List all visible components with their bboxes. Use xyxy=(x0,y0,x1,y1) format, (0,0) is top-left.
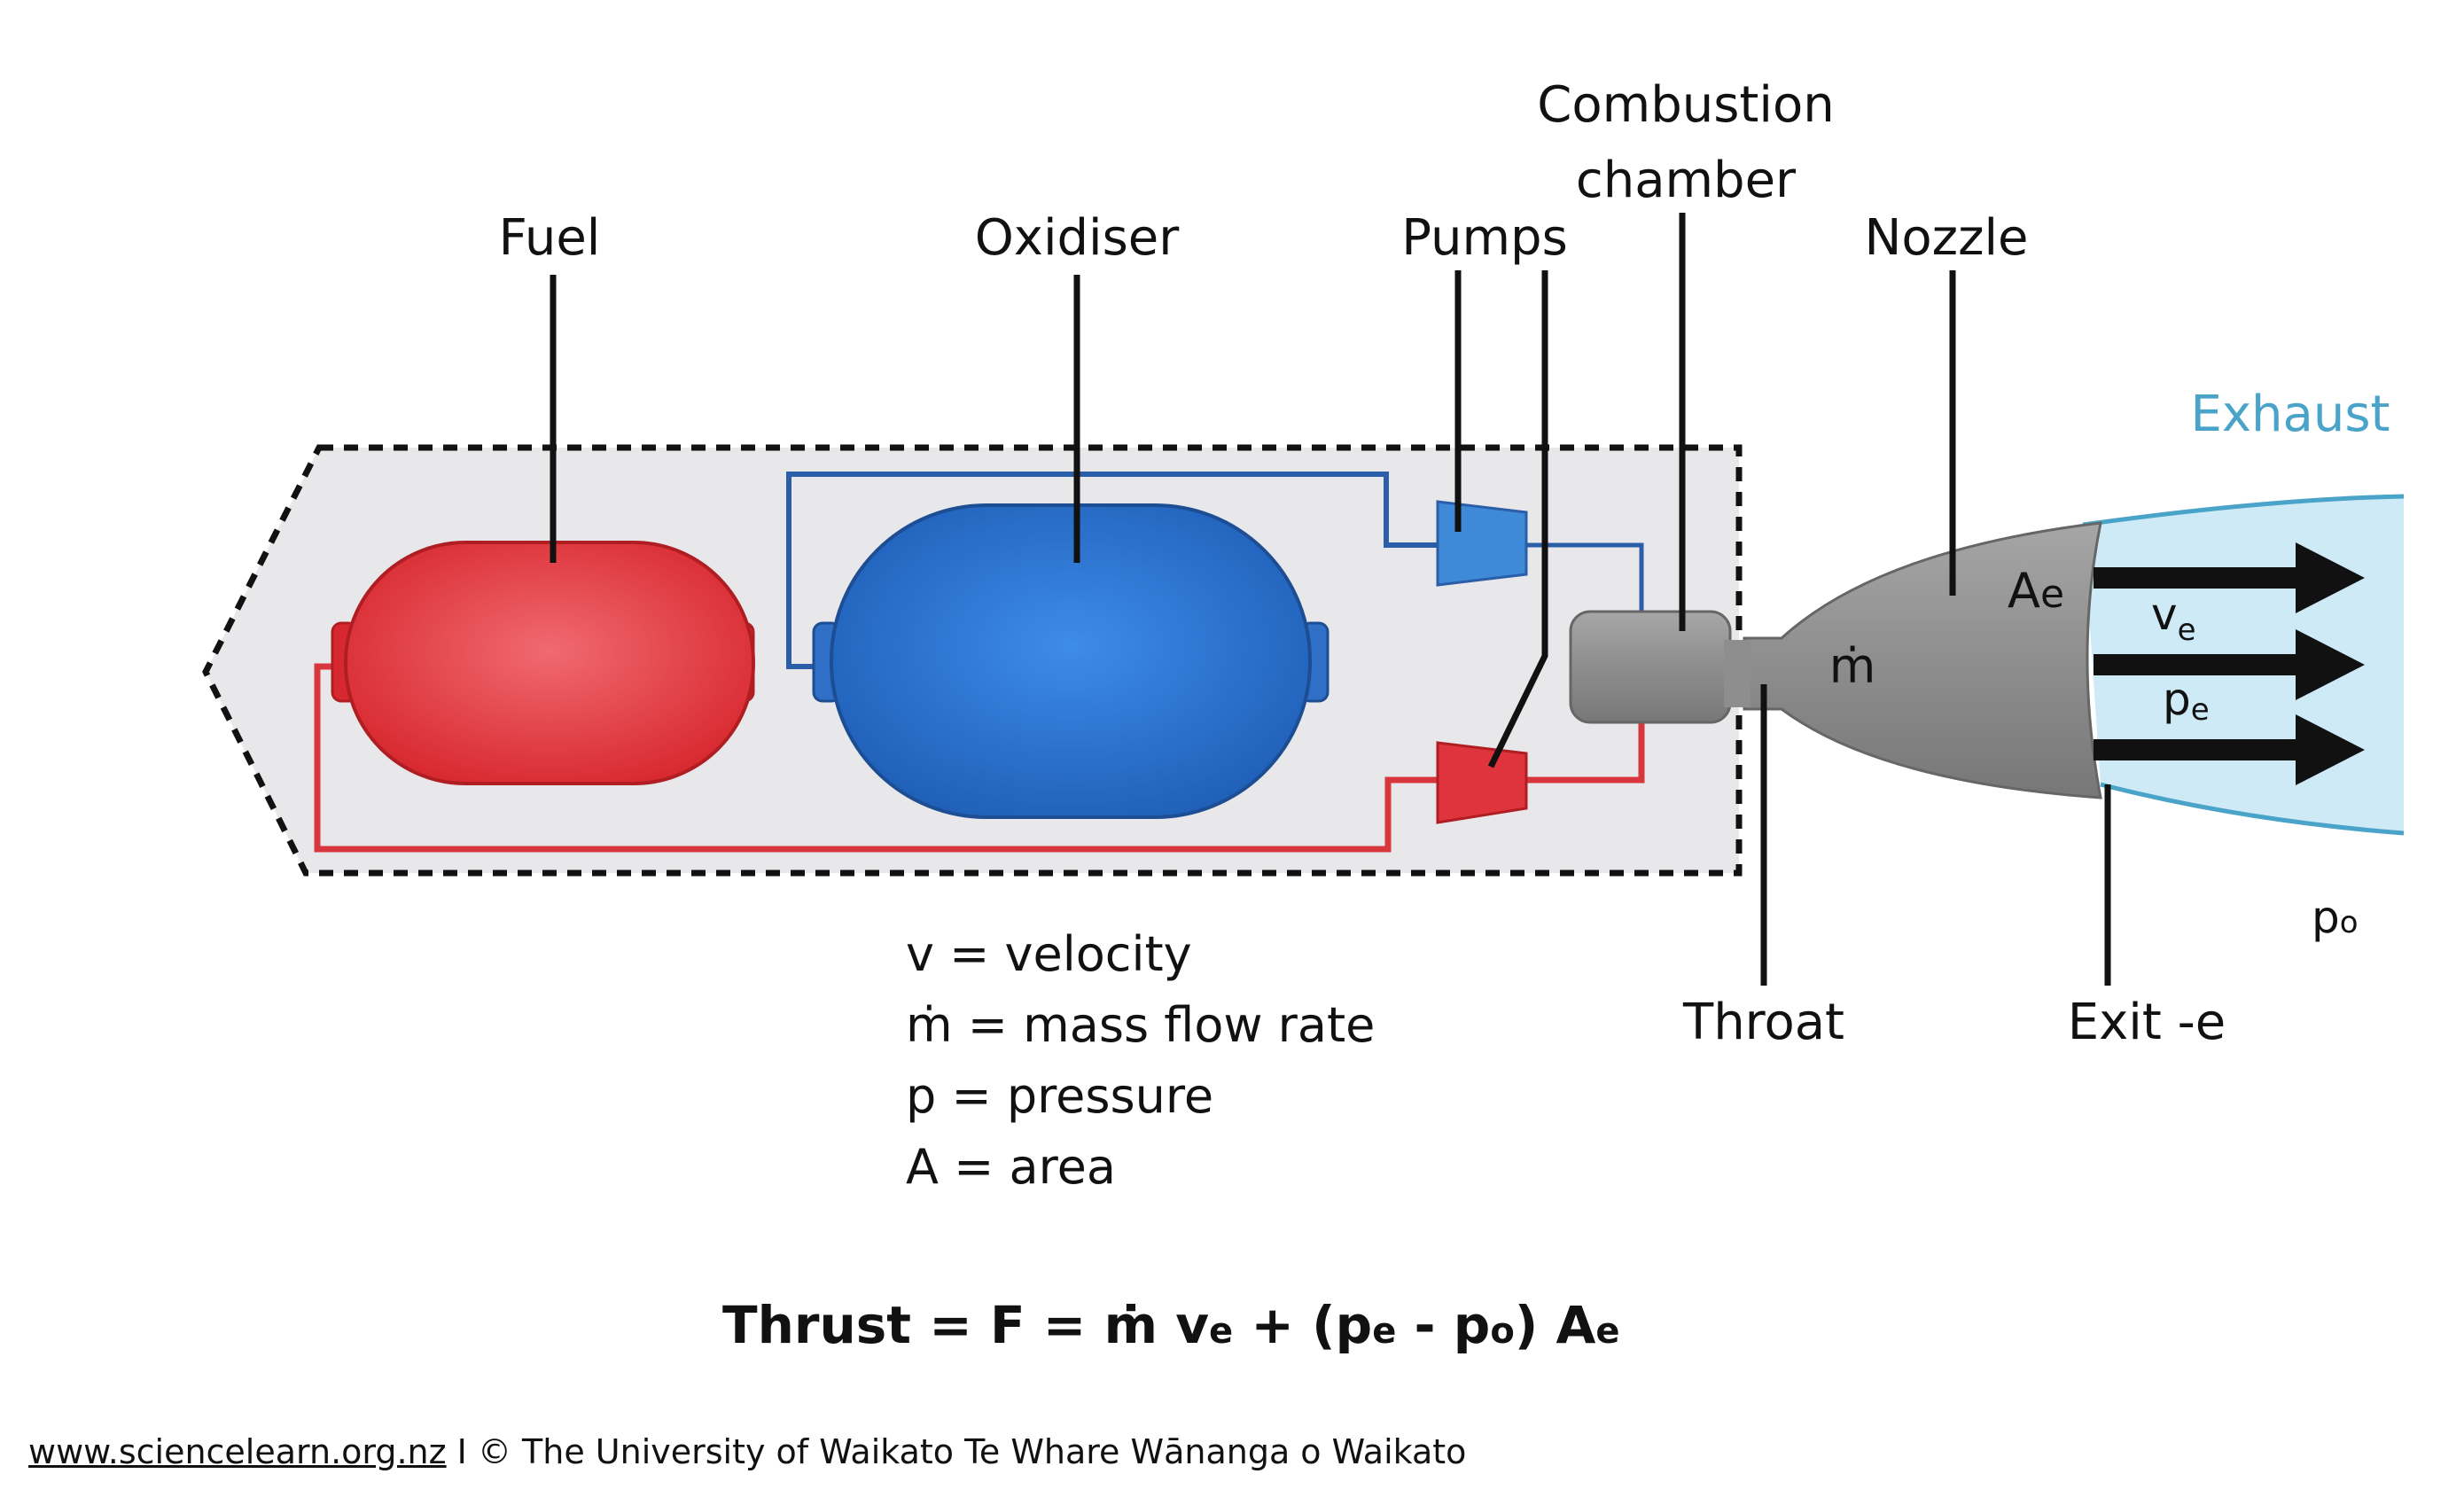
fuel-pipe xyxy=(314,663,1438,853)
legend-pressure: p = pressure xyxy=(906,1068,1213,1124)
oxidiser-pump xyxy=(1436,500,1528,587)
exhaust-arrow-shaft-3 xyxy=(2094,739,2299,760)
exhaust-plume-edge-bottom xyxy=(2100,782,2405,836)
oxidiser-pipe xyxy=(786,472,1438,669)
legend-mass-flow-rate: ṁ = mass flow rate xyxy=(906,997,1375,1053)
exhaust-arrow-shaft-1 xyxy=(2094,567,2299,589)
pumps-leader-line-2 xyxy=(1487,270,1548,768)
exhaust-arrows xyxy=(2094,542,2365,785)
exhaust-arrow-shaft-2 xyxy=(2094,654,2299,675)
ambient-pressure-symbol-base: p xyxy=(2312,892,2340,943)
exit-label: Exit -e xyxy=(2068,994,2226,1051)
fuel-pipe-to-chamber xyxy=(1526,722,1645,784)
exit-area-symbol: Ae xyxy=(2008,563,2064,619)
exit-area-symbol-subscript: e xyxy=(2040,572,2064,617)
combustion-chamber-label-line2: chamber xyxy=(1576,152,1797,209)
exit-pressure-symbol: pe xyxy=(2163,674,2210,728)
legend-velocity: v = velocity xyxy=(906,926,1192,982)
exhaust-arrow-head-3 xyxy=(2296,714,2365,785)
throat xyxy=(1724,640,1751,707)
nozzle xyxy=(1743,521,2102,799)
thrust-equation-subscript-po: o xyxy=(1490,1311,1514,1352)
ambient-pressure-symbol-subscript: o xyxy=(2340,905,2359,940)
fuel-tank xyxy=(344,541,755,785)
copyright-text: I © The University of Waikato Te Whare W… xyxy=(446,1432,1467,1471)
footer-credit: www.sciencelearn.org.nz I © The Universi… xyxy=(28,1432,1466,1471)
exit-velocity-symbol-subscript: e xyxy=(2178,612,2196,648)
oxidiser-label: Oxidiser xyxy=(975,209,1181,267)
thrust-equation-area: ) A xyxy=(1515,1295,1596,1355)
exit-area-symbol-base: A xyxy=(2008,563,2040,619)
exit-velocity-symbol-base: v xyxy=(2151,589,2178,640)
exit-velocity-symbol: ve xyxy=(2151,589,2196,648)
thrust-equation-minus: - p xyxy=(1396,1295,1490,1355)
exit-pressure-symbol-subscript: e xyxy=(2191,692,2210,728)
exhaust-arrow-head-1 xyxy=(2296,542,2365,613)
throat-label: Throat xyxy=(1682,994,1844,1051)
exhaust-arrow-head-2 xyxy=(2296,629,2365,700)
exit-pressure-symbol-base: p xyxy=(2163,674,2191,725)
nozzle-label: Nozzle xyxy=(1865,209,2029,267)
oxidiser-tank xyxy=(830,503,1312,819)
oxidiser-pipe-to-chamber xyxy=(1526,542,1644,612)
website-link[interactable]: www.sciencelearn.org.nz xyxy=(28,1432,447,1471)
thrust-equation-lhs: Thrust = F = ṁ v xyxy=(722,1295,1209,1355)
thrust-equation-subscript-pe: e xyxy=(1372,1311,1396,1352)
thrust-equation-subscript-ve: e xyxy=(1209,1311,1233,1352)
exhaust-plume-edge-top xyxy=(2082,494,2405,527)
fuel-pump xyxy=(1436,741,1528,824)
pumps-label: Pumps xyxy=(1401,209,1568,267)
combustion-chamber-label-line1: Combustion xyxy=(1537,76,1834,134)
thrust-equation: Thrust = F = ṁ ve + (pe - po) Ae xyxy=(722,1295,1620,1355)
exhaust-label: Exhaust xyxy=(2191,386,2390,443)
combustion-chamber xyxy=(1569,610,1732,724)
thrust-equation-plus: + (p xyxy=(1233,1295,1372,1355)
mass-flow-symbol: ṁ xyxy=(1829,638,1876,694)
thrust-equation-subscript-ae: e xyxy=(1595,1311,1619,1352)
fuel-label: Fuel xyxy=(499,209,601,267)
legend-area: A = area xyxy=(906,1139,1116,1195)
ambient-pressure-symbol: po xyxy=(2312,892,2359,943)
